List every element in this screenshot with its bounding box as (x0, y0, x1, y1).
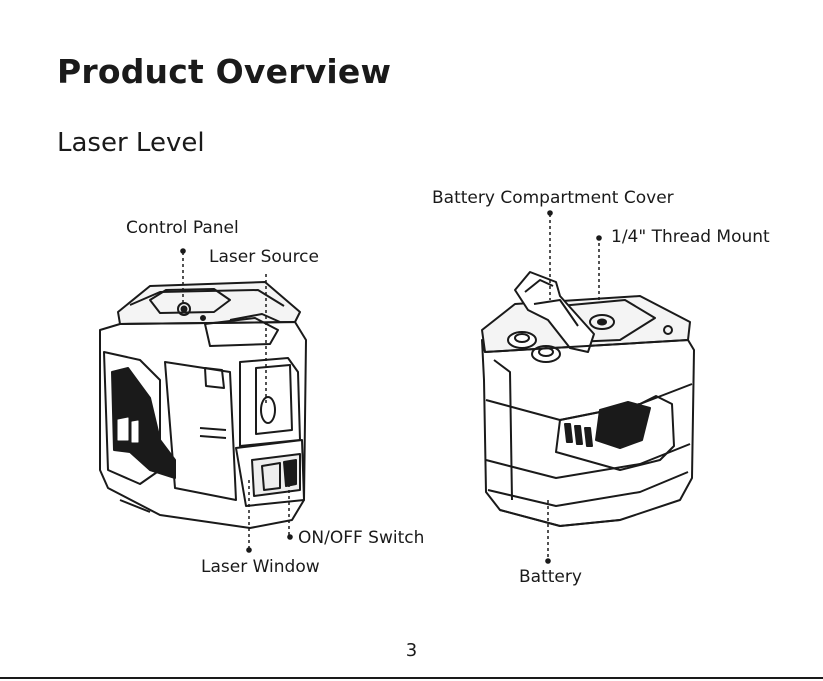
bottom-divider (0, 677, 823, 679)
label-on-off-switch: ON/OFF Switch (298, 528, 424, 548)
page-number: 3 (0, 640, 823, 661)
label-control-panel: Control Panel (126, 218, 239, 238)
label-laser-source: Laser Source (209, 247, 319, 267)
label-battery-compartment-cover: Battery Compartment Cover (432, 188, 674, 208)
label-laser-window: Laser Window (201, 557, 320, 577)
label-thread-mount: 1/4" Thread Mount (611, 227, 770, 247)
laser-level-front-view (100, 282, 306, 528)
label-battery: Battery (519, 567, 582, 587)
laser-level-back-view (482, 272, 694, 526)
